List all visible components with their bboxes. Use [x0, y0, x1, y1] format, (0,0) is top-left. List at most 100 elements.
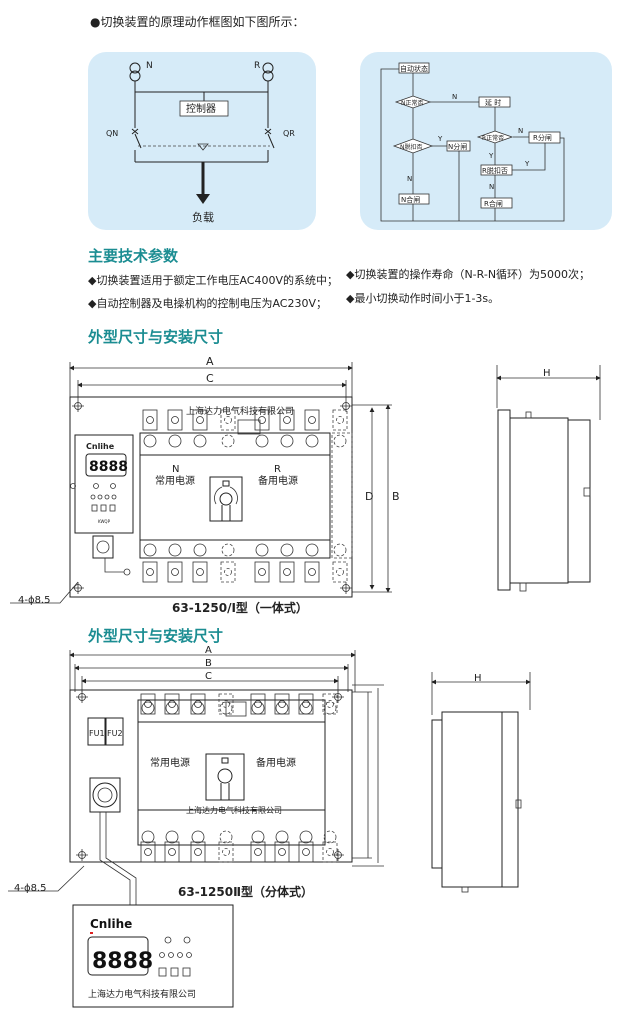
company-name: 上海达力电气科技有限公司	[88, 988, 196, 1000]
mounting-hole-icon	[72, 400, 84, 412]
standby-source-label: 备用电源	[258, 474, 298, 487]
terminal-icon	[250, 693, 266, 715]
source-r-label: R	[254, 61, 260, 71]
flow-label-y: Y	[488, 152, 494, 160]
flow-n-close: N合闸	[401, 195, 420, 204]
terminal-icon	[279, 543, 295, 583]
specs-heading: 主要技术参数	[88, 247, 179, 265]
terminal-icon	[279, 409, 295, 448]
model-small: KWQP	[98, 519, 111, 524]
qn-label: QN	[106, 129, 118, 138]
n-label: N	[172, 464, 179, 475]
terminal-icon	[332, 543, 348, 583]
rotary-handle-icon	[205, 753, 245, 801]
terminal-icon	[192, 543, 208, 583]
terminal-icon	[274, 693, 290, 715]
terminal-icon	[220, 543, 236, 583]
terminal-icon	[164, 830, 180, 863]
dim-b: B	[205, 658, 212, 669]
company-name: 上海达力电气科技有限公司	[186, 405, 294, 417]
source-n-label: N	[146, 61, 153, 71]
terminal-icon	[164, 693, 180, 715]
standby-source-label: 备用电源	[256, 756, 296, 769]
flow-auto-state: 自动状态	[400, 64, 428, 73]
flow-r-trip: R脱扣否	[482, 166, 508, 175]
terminal-icon	[142, 409, 158, 448]
fuse-fu1: FU1	[89, 729, 105, 738]
flow-delay: 延 时	[485, 98, 501, 107]
dim-a: A	[206, 355, 214, 368]
dimensions-heading-2: 外型尺寸与安装尺寸	[87, 627, 223, 645]
dim-b: B	[392, 490, 400, 503]
intro-text: ●切换装置的原理动作框图如下图所示：	[90, 14, 304, 29]
dim-c: C	[206, 372, 214, 385]
terminal-icon	[220, 409, 236, 448]
mounting-hole-icon	[76, 849, 88, 861]
terminal-icon	[322, 830, 338, 863]
rotary-handle-icon	[209, 476, 243, 522]
terminal-icon	[140, 830, 156, 863]
mounting-hole-icon	[76, 691, 88, 703]
normal-source-label: 常用电源	[150, 756, 190, 769]
terminal-icon	[304, 409, 320, 448]
flow-label-n: N	[518, 127, 523, 135]
caption-type2: 63-1250Ⅱ型（分体式）	[178, 884, 313, 899]
terminal-icon	[167, 409, 183, 448]
terminal-icon	[190, 693, 206, 715]
terminal-icon	[304, 543, 320, 583]
controller-label: 控制器	[186, 102, 216, 115]
mounting-hole-icon	[72, 582, 84, 594]
brand-logo: Cnlihe	[90, 917, 132, 931]
holes-label: 4-ϕ8.5	[14, 883, 46, 894]
flow-r-ok: R正常否	[482, 134, 504, 142]
terminal-icon	[192, 409, 208, 448]
flow-label-y: Y	[524, 160, 530, 168]
terminal-icon	[218, 830, 234, 863]
flow-label-n: N	[489, 183, 494, 191]
terminal-icon	[140, 693, 156, 715]
remote-controller-panel: Cnlihe 8888 上海达力电气科技有限公司	[72, 904, 234, 1008]
flow-label-y: Y	[437, 135, 443, 143]
terminal-icon	[250, 830, 266, 863]
terminal-icon	[298, 693, 314, 715]
mounting-hole-icon	[340, 582, 352, 594]
flow-n-open: N分闸	[448, 142, 467, 151]
terminal-icon	[274, 830, 290, 863]
spec-item: ◆自动控制器及电操机构的控制电压为AC230V；	[88, 296, 327, 310]
controller-panel: Cnlihe 8888 KWQP	[74, 434, 134, 576]
terminal-icon	[332, 409, 348, 448]
terminal-icon	[254, 409, 270, 448]
front-view-type2: A B C FU1 FU2 常用电源 备用电源 上海达力电气科技有限公司 4-ϕ…	[8, 645, 384, 905]
side-view-type2: H	[431, 672, 531, 893]
normal-source-label: 常用电源	[155, 474, 195, 487]
fuse-fu2: FU2	[107, 729, 123, 738]
dimensions-heading-1: 外型尺寸与安装尺寸	[87, 328, 223, 346]
company-name: 上海达力电气科技有限公司	[186, 805, 282, 815]
led-display: 8888	[92, 949, 153, 974]
terminal-icon	[218, 693, 234, 715]
r-label: R	[274, 464, 281, 475]
flow-label-n: N	[407, 175, 412, 183]
holes-label: 4-ϕ8.5	[18, 595, 50, 606]
terminal-icon	[298, 830, 314, 863]
terminal-icon	[322, 693, 338, 715]
flow-n-ok: N正常否	[401, 99, 424, 107]
brand-logo: Cnlihe	[86, 442, 115, 451]
spec-item: ◆切换装置适用于额定工作电压AC400V的系统中；	[88, 273, 338, 287]
terminal-icon	[167, 543, 183, 583]
front-view-type1: A C D B 上海达力电气科技有限公司 N 常用电源 R 备用电源 Cnlih…	[10, 355, 400, 615]
dim-h: H	[474, 673, 482, 684]
side-view-type1: H	[496, 365, 601, 592]
flow-r-open: R分闸	[533, 133, 552, 142]
flow-n-trip: N脱扣否	[400, 143, 423, 151]
dim-h: H	[543, 368, 551, 379]
terminal-icon	[190, 830, 206, 863]
dim-d: D	[365, 490, 373, 503]
spec-item: ◆切换装置的操作寿命（N-R-N循环）为5000次；	[346, 267, 590, 281]
principle-diagram: N R 控制器 QN QR 负载	[88, 52, 316, 230]
flow-r-close: R合闸	[484, 199, 503, 208]
mounting-hole-icon	[332, 849, 344, 861]
mounting-hole-icon	[332, 691, 344, 703]
spec-item: ◆最小切换动作时间小于1-3s。	[346, 291, 499, 305]
